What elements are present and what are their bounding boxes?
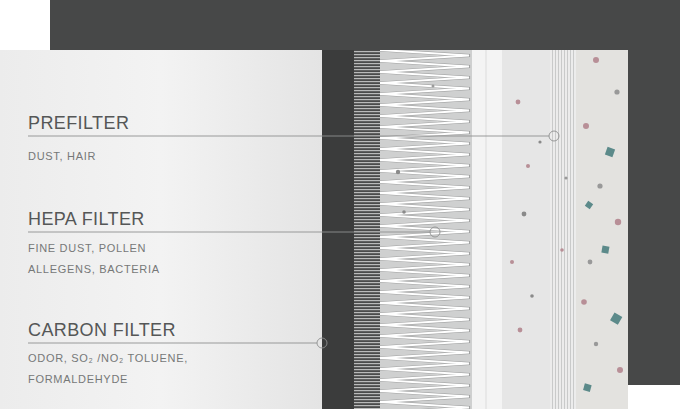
particles <box>396 57 623 392</box>
carbon-layer <box>322 50 354 409</box>
hepa-pleats <box>380 50 472 409</box>
layer-name: CARBON FILTER <box>28 320 176 341</box>
layer-description: FINE DUST, POLLEN ALLEGENS, BACTERIA <box>28 238 161 280</box>
leader-lines <box>28 131 559 348</box>
air-gap <box>502 50 550 409</box>
layer-name: PREFILTER <box>28 113 129 134</box>
hepa-frame <box>472 50 502 409</box>
layer-description: ODOR, SO₂ /NO₂ TOLUENE, FORMALDEHYDE <box>28 348 189 390</box>
light-panel <box>0 50 322 409</box>
prefilter-mesh <box>550 50 576 409</box>
layer-description: DUST, HAIR <box>28 146 96 167</box>
dirty-air <box>576 50 628 409</box>
carbon-grill <box>354 50 380 409</box>
layer-name: HEPA FILTER <box>28 209 145 230</box>
